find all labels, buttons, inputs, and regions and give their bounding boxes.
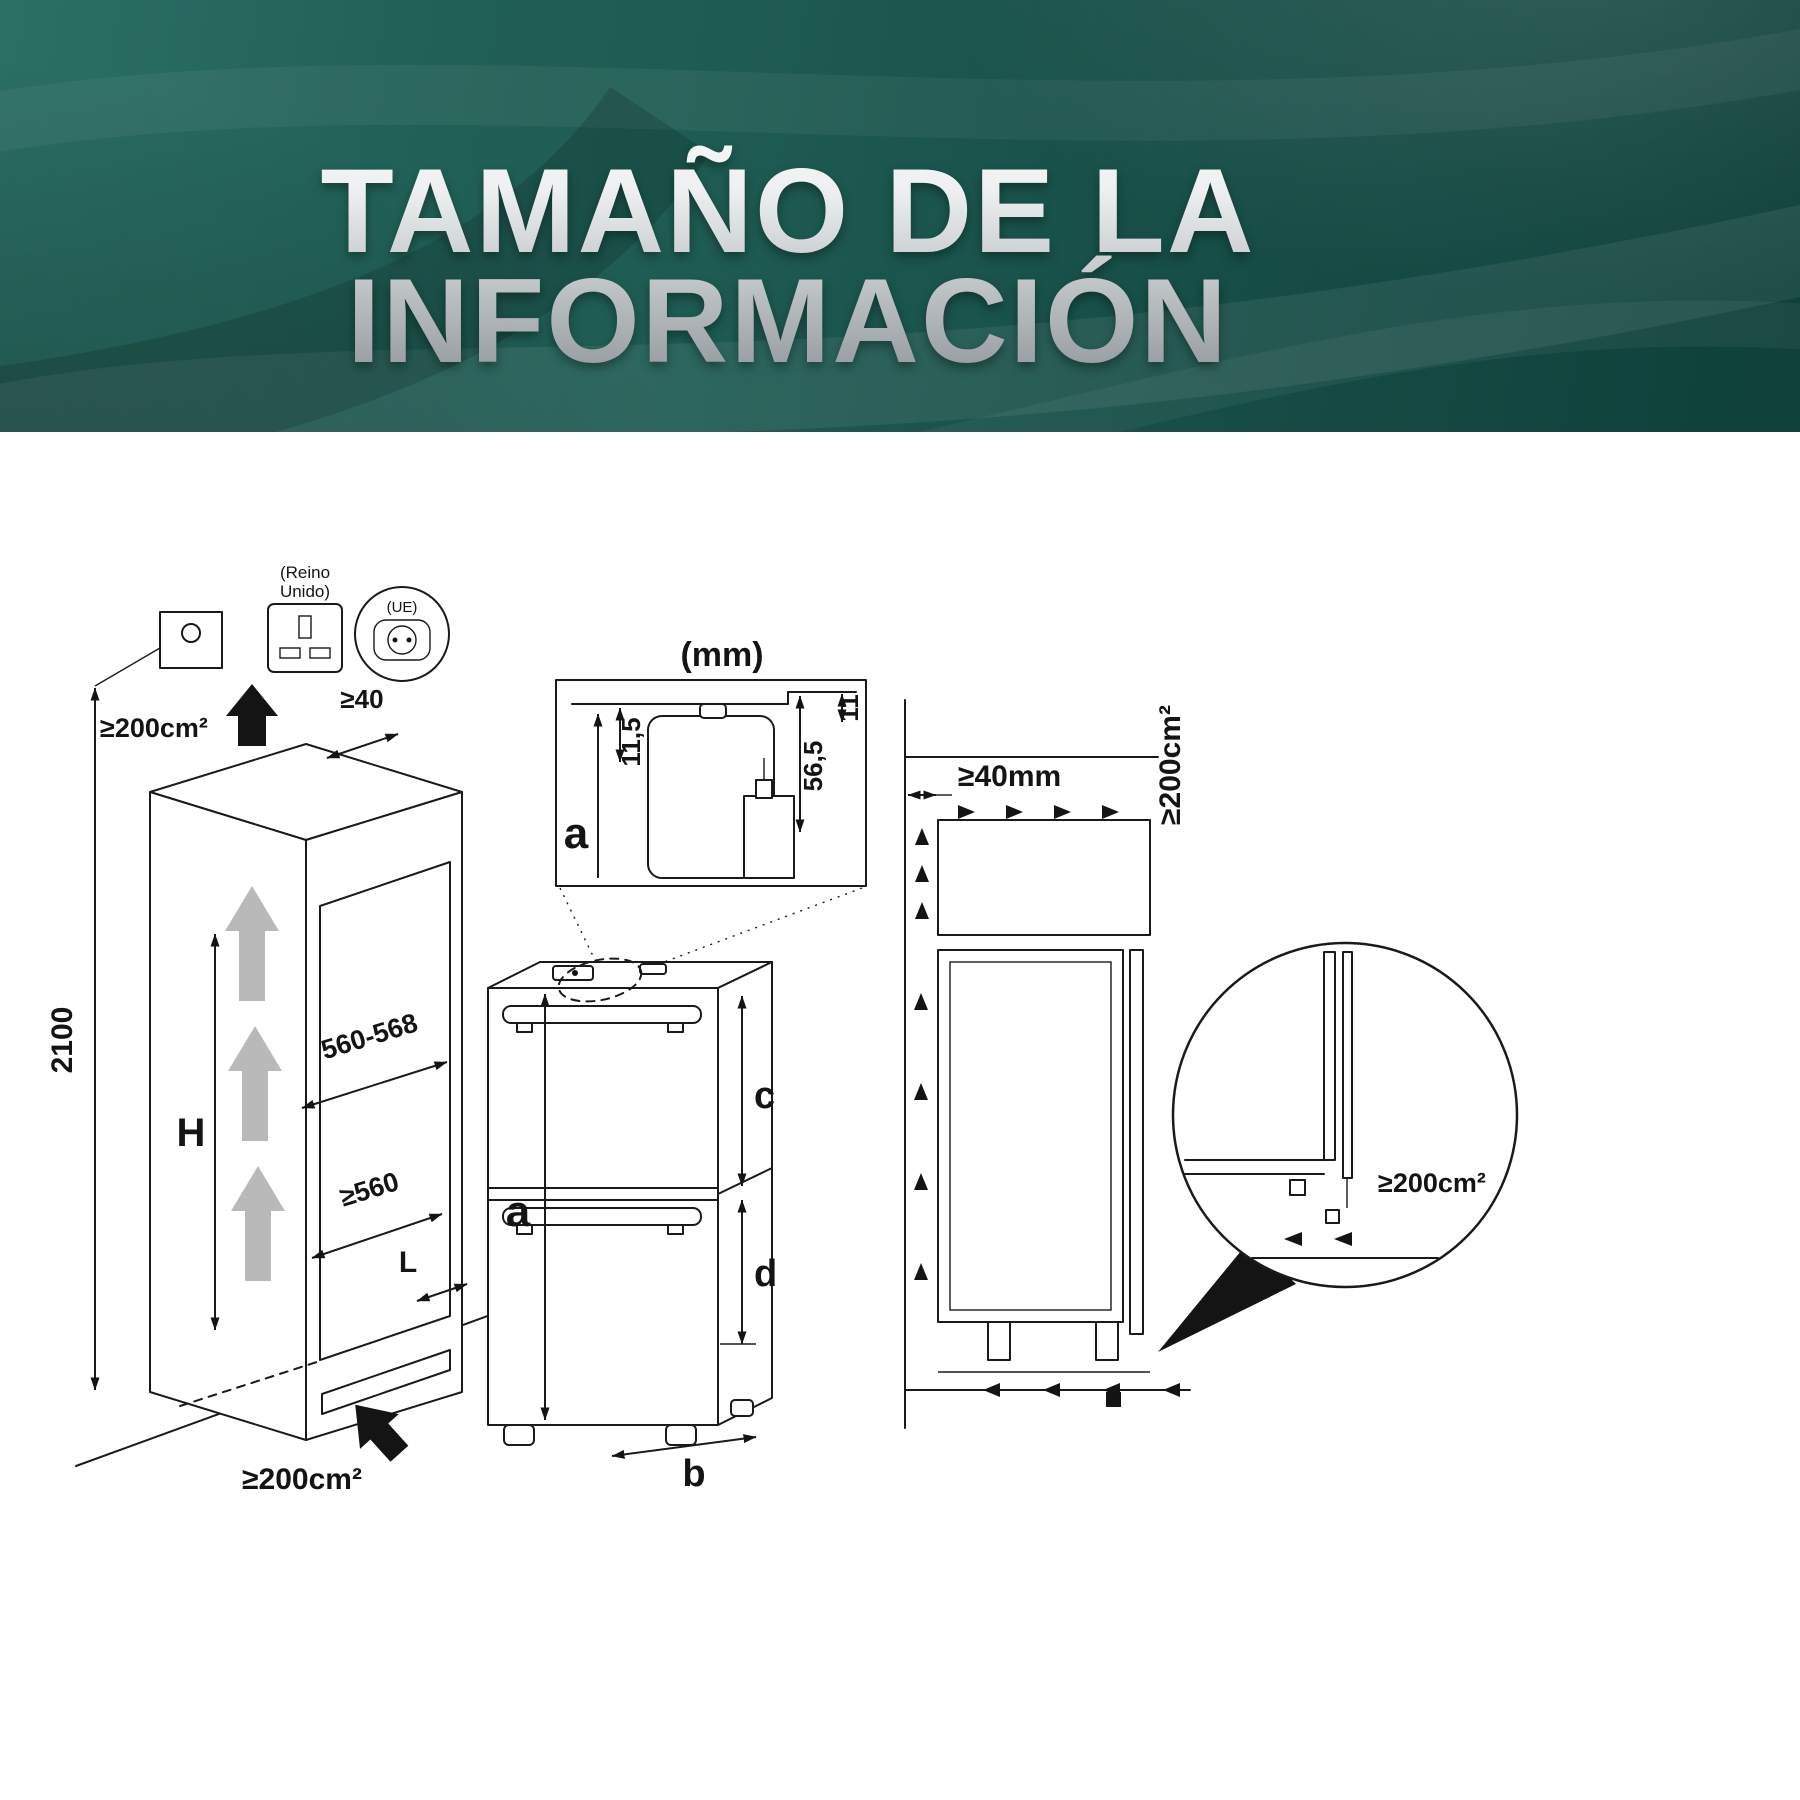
fridge-foot [503, 1424, 535, 1446]
niche-front-face [305, 791, 463, 1441]
cabinet-top-section [571, 691, 857, 705]
fridge-side-face [717, 961, 773, 1426]
door-edge-detail [1323, 951, 1336, 1161]
dim-line-niche-depth [311, 1213, 443, 1259]
dim-label-left: L [399, 1246, 417, 1279]
uk-plug-label-line2: Unido) [280, 582, 330, 601]
dim-label-lower-door: d [754, 1253, 777, 1295]
dim-label-vent-bottom: ≥200cm² [242, 1463, 362, 1496]
airflow-up-arrow [228, 1026, 282, 1141]
installation-diagram: (Reino Unido) (UE) [46, 563, 1519, 1496]
detail-pointer-wedge [1158, 1240, 1296, 1352]
dim-label-vent-detail: ≥200cm² [1378, 1168, 1486, 1198]
wall-box-icon [159, 611, 223, 669]
appliance-front [487, 957, 773, 1446]
door-edge-detail [1342, 951, 1353, 1179]
vent-bottom-arrow-icon [355, 1404, 409, 1462]
side-foot [1095, 1321, 1119, 1361]
niche-opening [319, 861, 451, 1361]
dim-label-hinge: 56,5 [798, 741, 828, 792]
door-panel-side [1129, 949, 1144, 1335]
dim-label-total-height: 2100 [46, 1007, 79, 1074]
dim-label-upper-door: c [754, 1075, 775, 1117]
socket-icons: (Reino Unido) (UE) [94, 563, 450, 687]
airflow-up-arrow [231, 1166, 285, 1281]
page-title: TAMAÑO DE LA INFORMACIÓN [0, 0, 1688, 376]
appliance-front-dimensions: a c d b [506, 993, 777, 1495]
fridge-foot [665, 1424, 697, 1446]
fridge-body-side [937, 949, 1124, 1323]
dim-label-height: a [506, 1187, 531, 1236]
dim-line-niche-width [301, 1061, 448, 1109]
lower-door-handle [502, 1207, 702, 1226]
fridge-foot [730, 1399, 754, 1417]
detail-reference-circle [557, 957, 643, 1003]
airflow-triangles [914, 805, 1180, 1397]
upper-door-handle [502, 1005, 702, 1024]
uk-plug-label-line1: (Reino [280, 563, 330, 582]
banner-swoosh-decoration [0, 28, 1800, 432]
side-foot [987, 1321, 1011, 1361]
dim-label-height-ref: a [564, 809, 589, 858]
dim-label-top-clearance: ≥40 [340, 684, 383, 714]
dim-label-overlap: 11 [834, 694, 864, 722]
dim-label-width: b [682, 1453, 705, 1495]
side-view: ≥40mm ≥200cm² [904, 699, 1191, 1429]
door-top-section [743, 795, 795, 879]
dim-line-width [611, 1434, 757, 1459]
airflow-up-arrow [225, 886, 279, 1001]
fridge-front-face [487, 987, 719, 1426]
niche-back-wall [149, 791, 307, 1441]
plinth-vent-slot [321, 1349, 451, 1415]
upper-compartment-side [937, 819, 1151, 936]
vent-up-arrow-icon [226, 684, 278, 746]
page-title-line1: TAMAÑO DE LA [320, 144, 1256, 278]
eu-plug-label: (UE) [387, 599, 418, 616]
dim-label-top-gap: 11,5 [616, 717, 646, 766]
niche-isometric [75, 743, 549, 1467]
door-detail: ≥200cm² [1158, 941, 1519, 1352]
page-title-line2: INFORMACIÓN [347, 254, 1229, 388]
inset-units-label: (mm) [680, 636, 763, 674]
dim-label-vent-top-side: ≥200cm² [1154, 705, 1187, 825]
header-banner: TAMAÑO DE LA INFORMACIÓN [0, 0, 1800, 432]
top-detail-inset: (mm) a 11,5 56,5 11 [555, 636, 867, 969]
dim-label-rear-clearance: ≥40mm [958, 760, 1061, 793]
dim-label-vent-top: ≥200cm² [100, 713, 208, 743]
dim-label-niche-height: H [177, 1111, 206, 1155]
